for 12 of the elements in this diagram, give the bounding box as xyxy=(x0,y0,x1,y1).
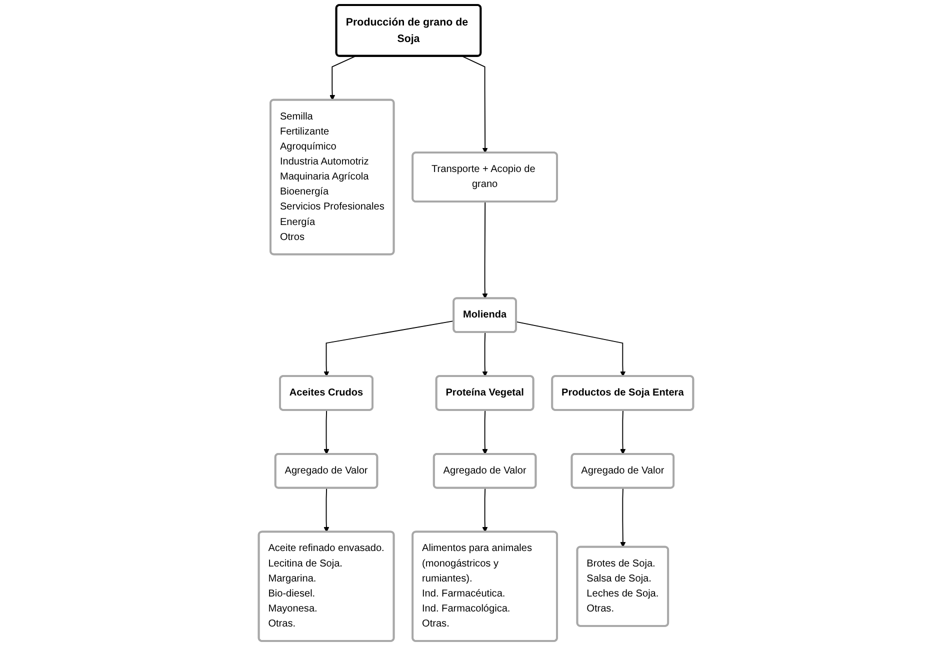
arrow xyxy=(324,488,330,532)
arrow xyxy=(516,321,626,377)
arrow xyxy=(482,488,488,532)
arrow xyxy=(462,56,488,154)
arrow xyxy=(324,410,330,454)
arrow xyxy=(330,56,356,100)
arrow xyxy=(324,320,454,377)
arrow xyxy=(620,410,626,454)
arrow xyxy=(620,488,626,548)
arrow xyxy=(482,201,488,299)
arrow xyxy=(482,332,488,377)
arrow xyxy=(482,410,488,454)
